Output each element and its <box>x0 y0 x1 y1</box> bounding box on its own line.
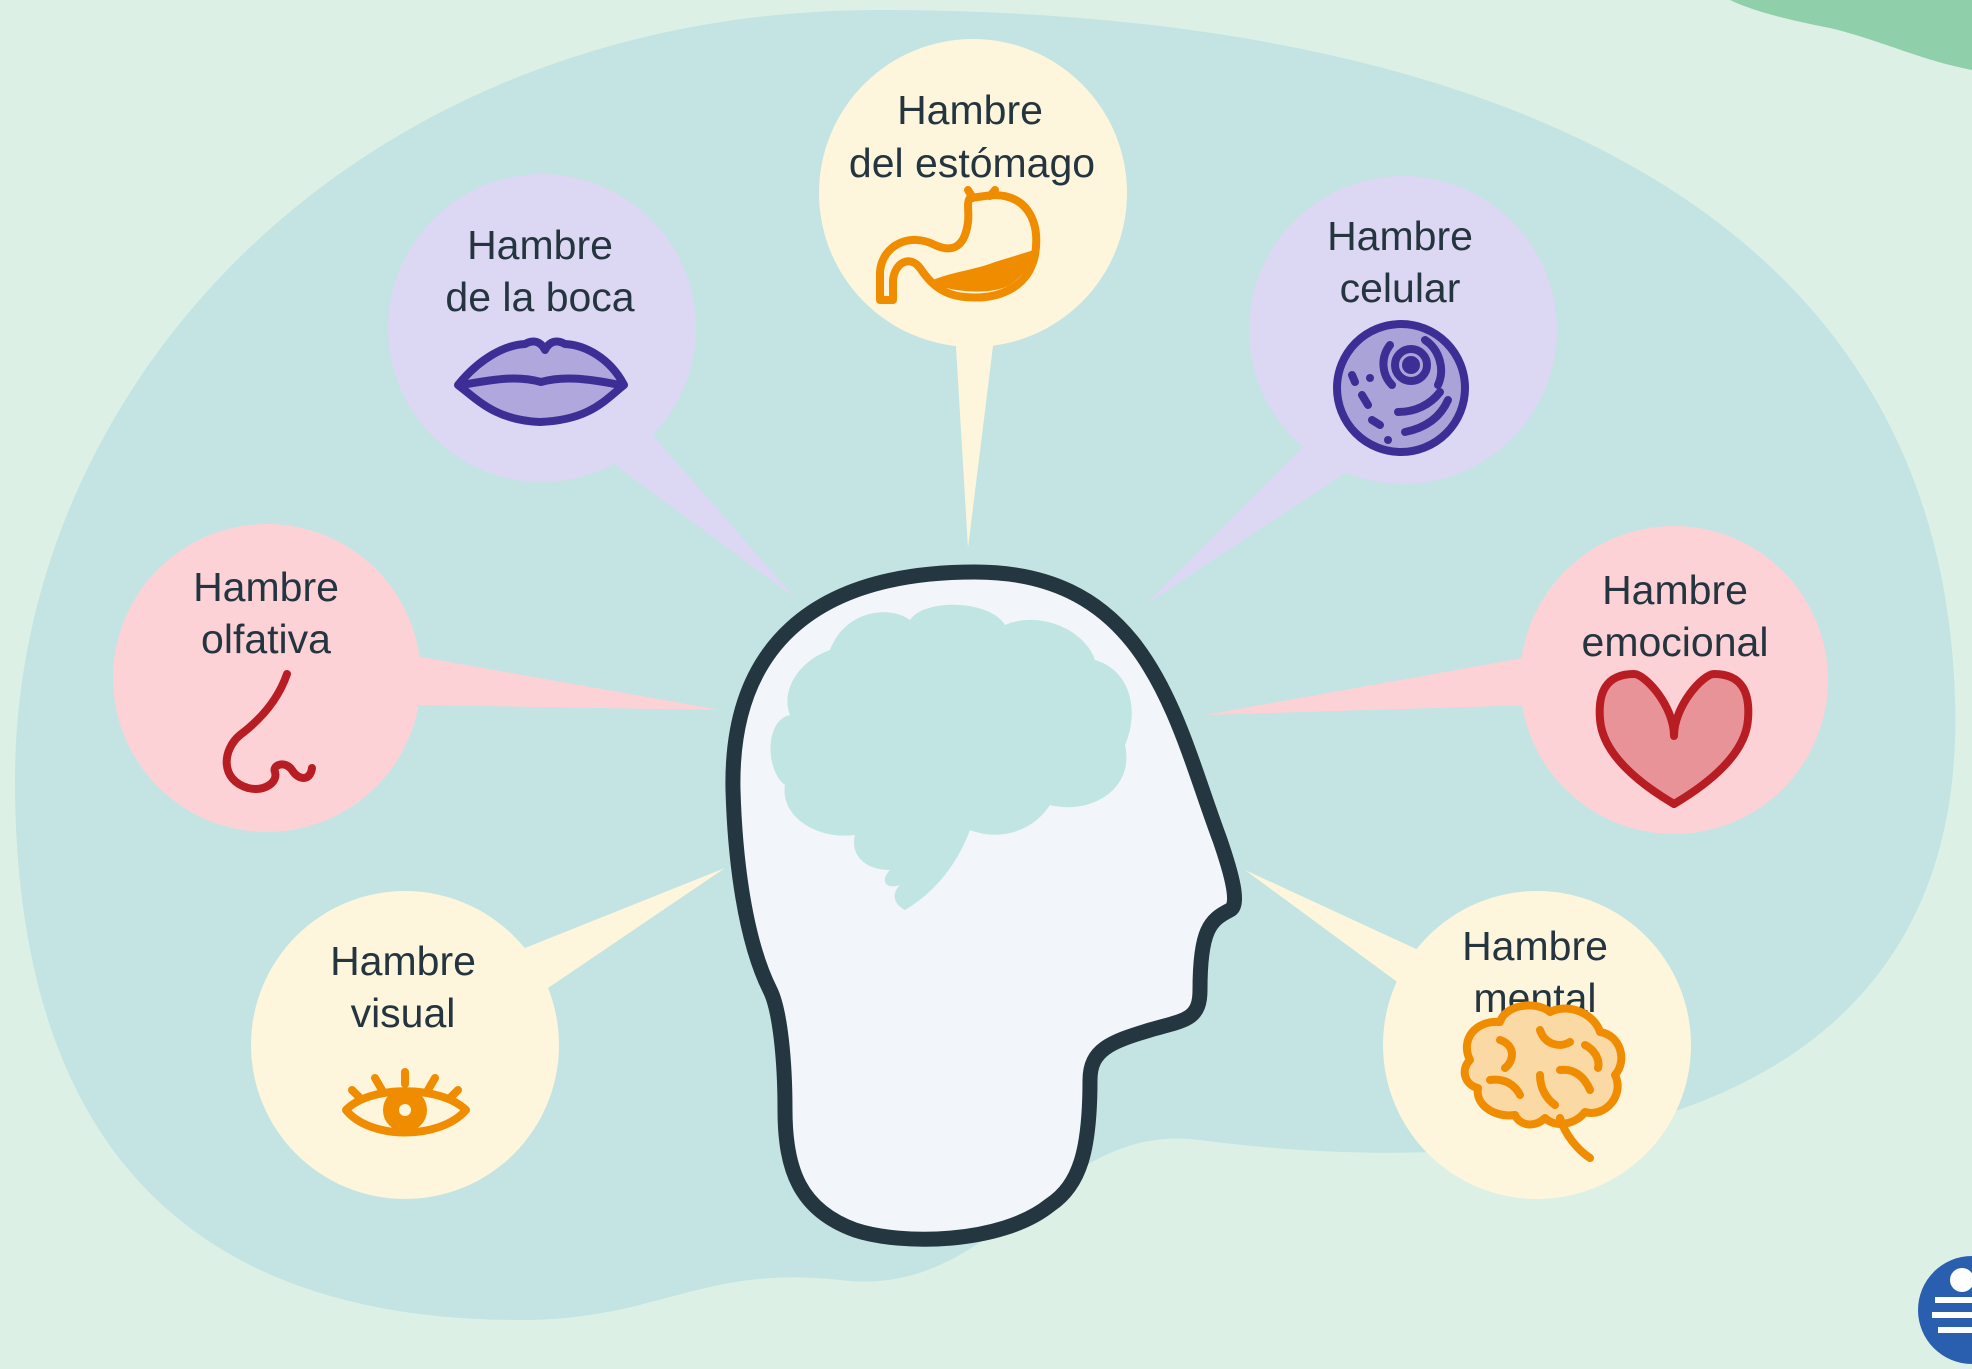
label-cellular-line2: celular <box>1340 265 1461 311</box>
cell-icon <box>1337 324 1465 452</box>
label-visual-line1: Hambre <box>330 938 476 984</box>
label-emotional-line2: emocional <box>1582 619 1769 665</box>
label-stomach-line1: Hambre <box>897 87 1043 133</box>
label-mouth-line2: de la boca <box>445 274 634 320</box>
label-olfactory-line1: Hambre <box>193 564 339 610</box>
label-stomach-line2: del estómago <box>849 140 1095 186</box>
label-olfactory-line2: olfativa <box>201 616 331 662</box>
label-mental-line1: Hambre <box>1462 923 1608 969</box>
label-emotional-line1: Hambre <box>1602 567 1748 613</box>
label-cellular-line1: Hambre <box>1327 213 1473 259</box>
bubble-mouth <box>388 174 696 482</box>
label-visual-line2: visual <box>351 990 456 1036</box>
label-mouth-line1: Hambre <box>467 222 613 268</box>
